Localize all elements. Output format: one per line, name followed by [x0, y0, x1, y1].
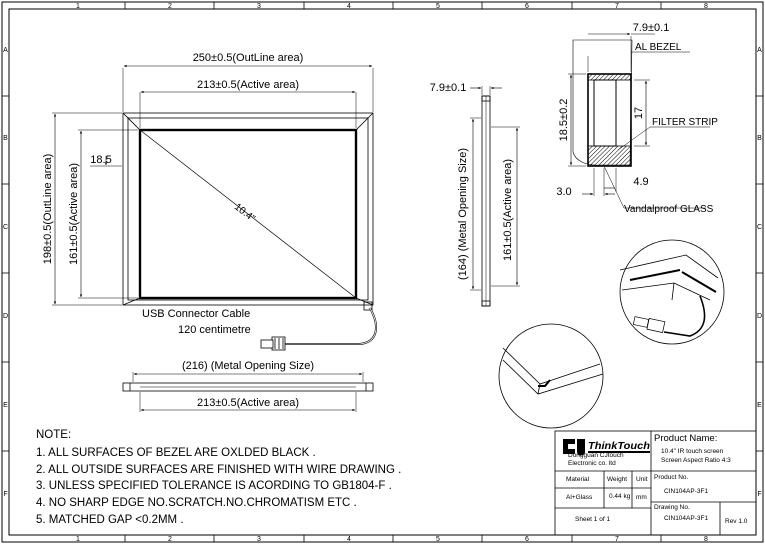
grid-row-label: A	[3, 47, 8, 54]
grid-row-labels: A B C D E F A B C D E F	[3, 47, 762, 498]
grid-col-label: 5	[436, 536, 440, 543]
grid-col-label: 3	[257, 3, 261, 10]
bottom-active-width-label: 213±0.5(Active area)	[197, 397, 299, 409]
front-bezel-inner	[127, 117, 369, 301]
section-thickness-label: 7.9±0.1	[633, 22, 670, 34]
grid-col-label: 1	[76, 3, 80, 10]
grid-col-label: 6	[525, 536, 529, 543]
unit-label: Unit	[636, 476, 648, 483]
active-height-label: 161±0.5(Active area)	[68, 163, 80, 265]
drawing-no-value: CIN104AP-3F1	[664, 515, 709, 522]
front-view-labels: 250±0.5(OutLine area) 213±0.5(Active are…	[42, 52, 303, 336]
grid-row-label: D	[3, 313, 8, 320]
weight-label: Weight	[607, 476, 628, 483]
product-name-line: Screen Aspect Ratio 4:3	[661, 457, 731, 464]
front-outline	[122, 112, 374, 306]
front-active-area	[138, 128, 358, 300]
unit-value: mm	[636, 494, 647, 501]
grid-col-label: 7	[615, 536, 619, 543]
title-block	[554, 430, 757, 536]
company-name-line: Electronic co. ltd	[568, 460, 616, 467]
revision: Rev 1.0	[725, 518, 748, 525]
filter-strip-label: FILTER STRIP	[652, 117, 718, 128]
glass-offset-label: 3.0	[556, 186, 571, 198]
diagonal-size-label: 10.4"	[232, 202, 257, 225]
outline-width-label: 250±0.5(OutLine area)	[193, 52, 304, 64]
logo-wordmark: ThinkTouch	[588, 441, 650, 452]
grid-row-label: C	[757, 224, 762, 231]
side-thickness-label: 7.9±0.1	[430, 82, 467, 94]
company-logo: ThinkTouch	[563, 439, 650, 456]
bezel-offset-label: 18.5	[90, 154, 111, 166]
grid-col-label: 6	[525, 3, 529, 10]
grid-row-label: F	[757, 491, 761, 498]
side-active-height-label: 161±0.5(Active area)	[502, 159, 514, 261]
grid-row-label: E	[757, 402, 762, 409]
grid-col-label: 7	[615, 3, 619, 10]
product-name-line: 10.4" IR touch screen	[661, 448, 724, 455]
cable-length-label: 120 centimetre	[178, 324, 251, 336]
grid-row-label: C	[3, 224, 8, 231]
active-width-label: 213±0.5(Active area)	[197, 79, 299, 91]
vandalproof-glass-label: Vandalproof GLASS	[624, 204, 714, 215]
detail-usb-plug	[632, 316, 666, 333]
grid-col-label: 4	[347, 536, 351, 543]
usb-plug	[260, 336, 286, 351]
note-item: 4. NO SHARP EDGE NO.SCRATCH.NO.CHROMATIS…	[36, 497, 357, 509]
grid-col-label: 8	[704, 3, 708, 10]
note-item: 1. ALL SURFACES OF BEZEL ARE OXLDED BLAC…	[36, 447, 316, 459]
al-bezel-label: AL BEZEL	[635, 42, 682, 53]
notes-title: NOTE:	[36, 429, 72, 441]
grid-col-label: 2	[168, 3, 172, 10]
grid-col-label: 4	[347, 3, 351, 10]
bottom-view-labels: (216) (Metal Opening Size) 213±0.5(Activ…	[182, 360, 314, 409]
grid-col-label: 2	[168, 536, 172, 543]
grid-row-label: A	[757, 47, 762, 54]
side-view-labels: 7.9±0.1 (164) (Metal Opening Size) 161±0…	[430, 82, 514, 280]
grid-col-label: 1	[76, 536, 80, 543]
grid-row-label: E	[3, 402, 8, 409]
metal-opening-width-label: (216) (Metal Opening Size)	[182, 360, 314, 372]
glass-thickness-label: 4.9	[633, 176, 648, 188]
material-label: Material	[566, 476, 590, 483]
note-item: 3. UNLESS SPECIFIED TOLERANCE IS ACORDIN…	[36, 480, 392, 492]
front-view	[52, 64, 377, 351]
grid-col-label: 8	[704, 536, 708, 543]
section-detail	[568, 32, 710, 209]
section-inner-label: 17	[633, 107, 645, 119]
bottom-view	[122, 372, 374, 412]
material-value: Al+Glass	[566, 494, 593, 501]
grid-col-label: 3	[257, 536, 261, 543]
note-item: 5. MATCHED GAP <0.2MM .	[36, 514, 184, 526]
grid-column-labels: 1 2 3 4 5 6 7 8 1 2 3 4 5 6 7 8	[76, 3, 708, 543]
cable-label: USB Connector Cable	[142, 308, 250, 320]
note-item: 2. ALL OUTSIDE SURFACES ARE FINISHED WIT…	[36, 464, 402, 476]
grid-row-label: D	[757, 313, 762, 320]
drawing-no-label: Drawing No.	[654, 504, 690, 511]
product-no-label: Product No.	[654, 474, 689, 481]
company-name-line: Dongguan CJtouch	[568, 452, 624, 459]
grid-row-label: B	[3, 135, 8, 142]
usb-cable	[285, 307, 377, 345]
corner-detail-top	[619, 239, 725, 345]
product-name-label: Product Name:	[654, 433, 718, 444]
grid-row-label: F	[3, 491, 7, 498]
sheet-number: Sheet 1 of 1	[575, 516, 611, 523]
front-diagonal	[139, 129, 357, 299]
section-detail-labels: 7.9±0.1 AL BEZEL 18.5±0.2 17 FILTER STRI…	[556, 22, 718, 215]
grid-col-label: 5	[436, 3, 440, 10]
company-name: Dongguan CJtouch Electronic co. ltd	[568, 452, 624, 468]
product-name-value: 10.4" IR touch screen Screen Aspect Rati…	[661, 447, 731, 465]
weight-value: 0.44 kg	[609, 493, 631, 500]
side-metal-opening-label: (164) (Metal Opening Size)	[457, 148, 469, 280]
product-no-value: CIN104AP-3F1	[664, 488, 709, 495]
outline-height-label: 198±0.5(OutLine area)	[42, 154, 54, 265]
grid-row-label: B	[757, 135, 762, 142]
corner-detail-bottom	[498, 323, 604, 429]
section-height-label: 18.5±0.2	[558, 99, 570, 142]
side-view	[470, 86, 520, 307]
